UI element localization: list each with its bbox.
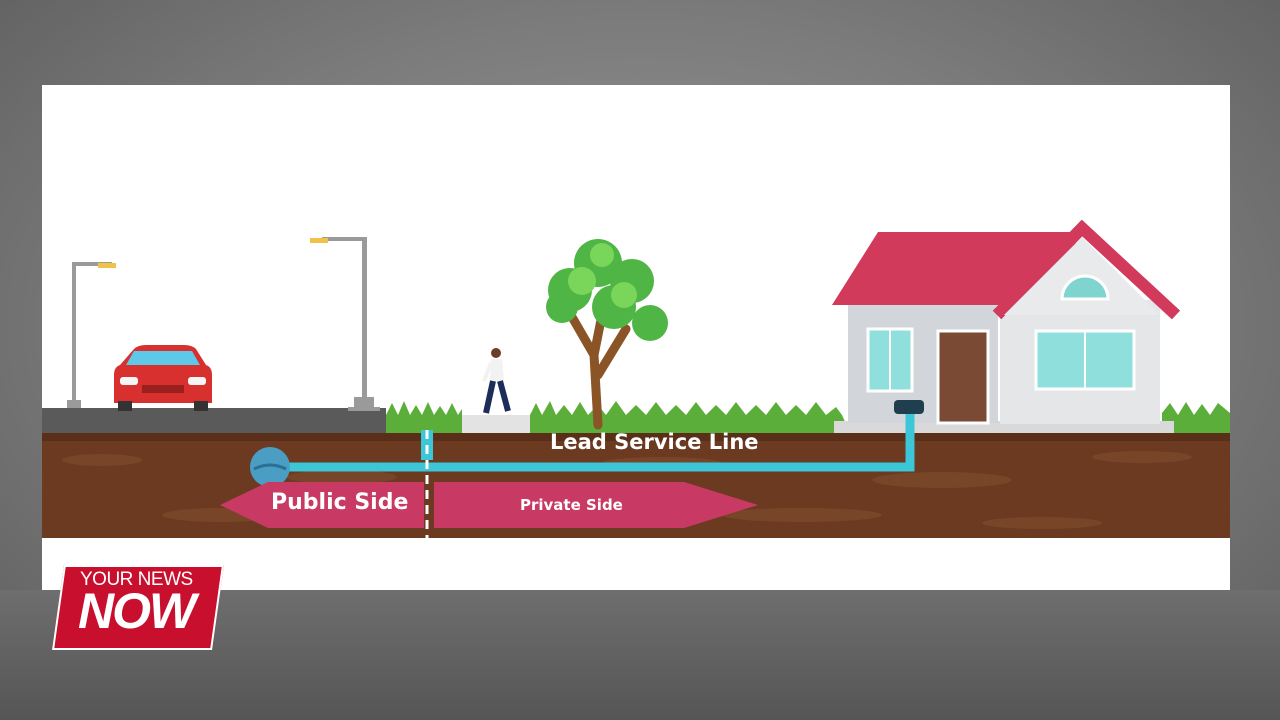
public-side-label: Public Side: [271, 490, 409, 515]
water-main: [250, 447, 290, 487]
car: [114, 345, 212, 411]
street-lamp-right: [310, 237, 380, 411]
sidewalk: [462, 415, 530, 433]
lead-service-line-diagram: [42, 219, 1230, 538]
public-side-arrow: [220, 482, 424, 528]
house-door: [936, 329, 990, 425]
station-logo: YOUR NEWS NOW: [52, 565, 224, 650]
water-meter: [894, 400, 924, 414]
private-side-label: Private Side: [520, 496, 623, 514]
house: [832, 219, 1181, 425]
soil-texture: [62, 451, 1192, 529]
diagram-panel: Lead Service Line Public Side Private Si…: [42, 85, 1230, 590]
tree: [546, 239, 668, 430]
logo-line-2: NOW: [78, 583, 196, 639]
grass: [386, 401, 1230, 433]
road: [42, 408, 386, 435]
private-side-arrow: [434, 482, 758, 528]
lead-service-line-label: Lead Service Line: [550, 430, 759, 454]
service-pipe: [250, 400, 924, 487]
street-lamp-left: [67, 262, 116, 408]
pedestrian: [482, 348, 511, 414]
logo-line-1: YOUR NEWS: [80, 569, 193, 590]
